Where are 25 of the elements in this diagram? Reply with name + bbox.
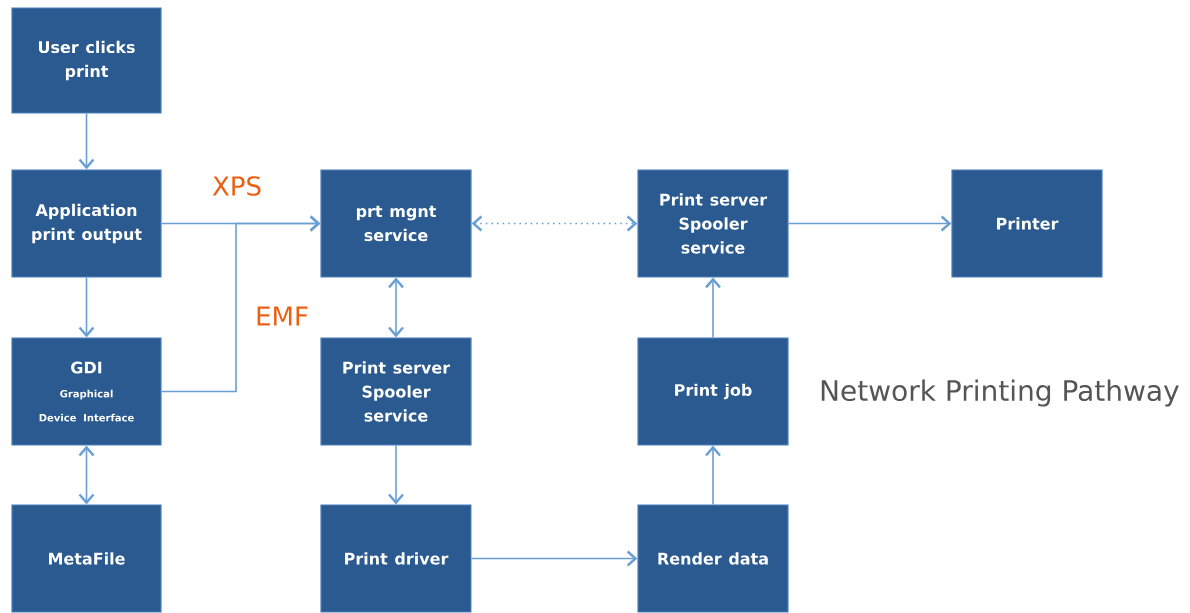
process-box: Printer [951, 169, 1103, 278]
arrow [705, 445, 721, 506]
arrow [388, 277, 404, 338]
arrow [78, 112, 95, 170]
arrow [787, 215, 952, 232]
edge-label: XPS [212, 176, 261, 196]
process-box: Print job [637, 337, 789, 446]
process-box: MetaFile [11, 504, 162, 613]
process-box: Application print output [11, 169, 162, 278]
arrow [78, 445, 95, 505]
edge-label: EMF [257, 306, 308, 326]
process-box: GDI Graphical Device Interface [11, 337, 162, 446]
process-box: Print server Spooler service [320, 337, 472, 446]
arrow [470, 550, 638, 567]
process-box: Print driver [320, 504, 472, 613]
title: Network Printing Pathway [821, 379, 1179, 407]
arrow [705, 277, 721, 339]
arrow [160, 215, 321, 393]
arrow [78, 276, 95, 338]
process-box: Render data [637, 504, 789, 613]
arrow [471, 215, 638, 232]
process-box: prt mgnt service [320, 169, 472, 278]
process-box: User clicks print [11, 7, 162, 114]
process-box: Print server Spooler service [637, 169, 789, 278]
arrow [388, 444, 404, 505]
